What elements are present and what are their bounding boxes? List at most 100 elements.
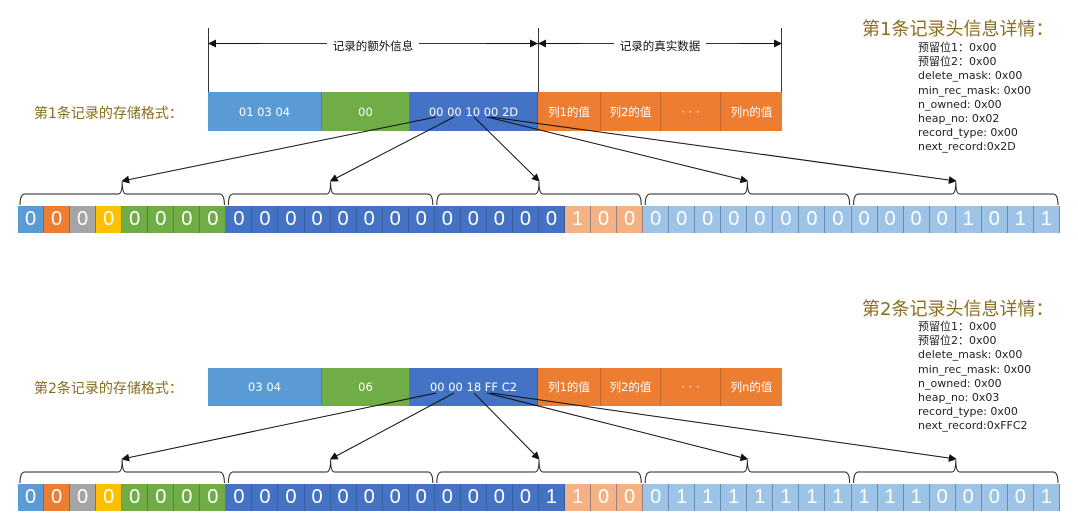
record-2-header: 00 00 18 FF C2 [410,368,538,406]
detail-n-owned: n_owned: 0x00 [918,97,1002,111]
header-bit: 0 [460,484,487,511]
header-bit: 0 [44,484,71,511]
detail-min-rec-mask: min_rec_mask: 0x00 [918,362,1032,376]
detail-reserved1: 预留位1：0x00 [918,320,997,333]
header-bit: 0 [148,484,175,511]
byte-brace [853,181,1059,206]
detail-heap-no: heap_no: 0x03 [918,391,1000,405]
byte-arrow [121,116,437,184]
header-bit: 0 [747,206,774,233]
header-bit: 1 [747,484,774,511]
byte-arrow [486,392,749,462]
header-bit: 0 [226,484,253,511]
header-bit: 0 [148,206,175,233]
real-data-span: 记录的真实数据 [538,28,782,92]
record-1-column-n: 列n的值 [721,92,782,131]
record-2-details-title: 第2条记录头信息详情： [862,299,1054,320]
detail-record-type: record_type: 0x00 [918,405,1018,419]
header-bit: 0 [174,206,201,233]
detail-heap-no: heap_no: 0x02 [918,112,1000,126]
header-bit: 0 [174,484,201,511]
header-bit: 0 [278,206,305,233]
byte-brace [227,181,434,206]
record-2-row: 03 04 06 00 00 18 FF C2 列1的值 列2的值 · · · … [208,368,782,406]
byte-brace [227,459,434,484]
detail-n-owned: n_owned: 0x00 [918,376,1002,390]
header-bit: 0 [799,206,826,233]
record-2-label: 第2条记录的存储格式： [34,381,183,397]
byte-brace [19,459,225,484]
header-bit: 1 [564,206,592,233]
detail-reserved2: 预留位2：0x00 [918,334,997,348]
header-bit: 0 [18,484,45,511]
detail-reserved2: 预留位2：0x00 [918,55,997,69]
header-bit: 1 [669,484,696,511]
header-bit: 0 [122,206,149,233]
header-bit: 1 [1033,484,1060,511]
header-bit: 0 [486,206,513,233]
record-2-column-ellipsis: · · · [661,368,721,406]
header-bit: 0 [538,206,565,233]
record-2-details: 预留位1：0x00 预留位2：0x00 delete_mask: 0x00 mi… [918,320,1031,434]
header-bit: 0 [18,206,45,233]
header-bit: 0 [1007,484,1034,511]
record-2-var-len-list: 03 04 [208,368,322,406]
header-bit: 0 [44,206,71,233]
header-bit: 0 [408,206,435,233]
header-bit: 1 [773,484,800,511]
header-bit: 1 [903,484,930,511]
header-bit: 0 [825,206,852,233]
header-bit: 0 [903,206,930,233]
header-bit: 0 [591,484,618,511]
header-bit: 0 [512,484,539,511]
header-bit: 0 [382,206,409,233]
byte-brace [19,181,225,206]
header-bit: 0 [486,484,513,511]
byte-arrow [329,116,455,182]
header-bit: 1 [955,206,982,233]
record-2-column-1: 列1的值 [538,368,601,406]
header-bit: 0 [695,206,722,233]
header-bit: 0 [929,206,956,233]
header-bit: 0 [929,484,956,511]
header-bit: 0 [851,206,878,233]
header-bit: 0 [70,484,97,511]
header-bit: 0 [877,206,904,233]
header-bit: 0 [226,206,253,233]
header-bit: 0 [773,206,800,233]
header-bit: 1 [851,484,878,511]
header-bit: 1 [538,484,565,511]
detail-next-record: next_record:0xFFC2 [918,419,1028,433]
record-1-label: 第1条记录的存储格式： [34,106,183,122]
header-bit: 1 [825,484,852,511]
byte-brace [436,181,642,206]
header-bit: 0 [96,484,123,511]
header-bit: 0 [981,484,1008,511]
byte-arrow [490,392,957,462]
detail-delete-mask: delete_mask: 0x00 [918,348,1023,362]
header-bit: 0 [356,484,383,511]
header-bit: 0 [643,206,670,233]
header-bit: 0 [512,206,539,233]
record-1-var-len-list: 01 03 04 [208,92,322,131]
record-1-details: 预留位1：0x00 预留位2：0x00 delete_mask: 0x00 mi… [918,41,1031,155]
byte-arrow [490,116,957,185]
header-bit: 1 [877,484,904,511]
header-bit: 0 [96,206,123,233]
header-bit: 1 [721,484,748,511]
header-bit: 0 [70,206,97,233]
real-data-label: 记录的真实数据 [613,39,707,53]
detail-min-rec-mask: min_rec_mask: 0x00 [918,83,1032,97]
header-bit: 0 [382,484,409,511]
header-bit: 0 [356,206,383,233]
header-bit: 0 [304,206,331,233]
header-bit: 0 [617,484,644,511]
record-1-null-list: 00 [322,92,410,131]
real-data-label-wrap: 记录的真实数据 [538,35,782,54]
extra-info-label-wrap: 记录的额外信息 [208,35,538,54]
header-bit: 0 [122,484,149,511]
extra-info-label: 记录的额外信息 [326,39,420,53]
byte-arrow [486,116,749,184]
